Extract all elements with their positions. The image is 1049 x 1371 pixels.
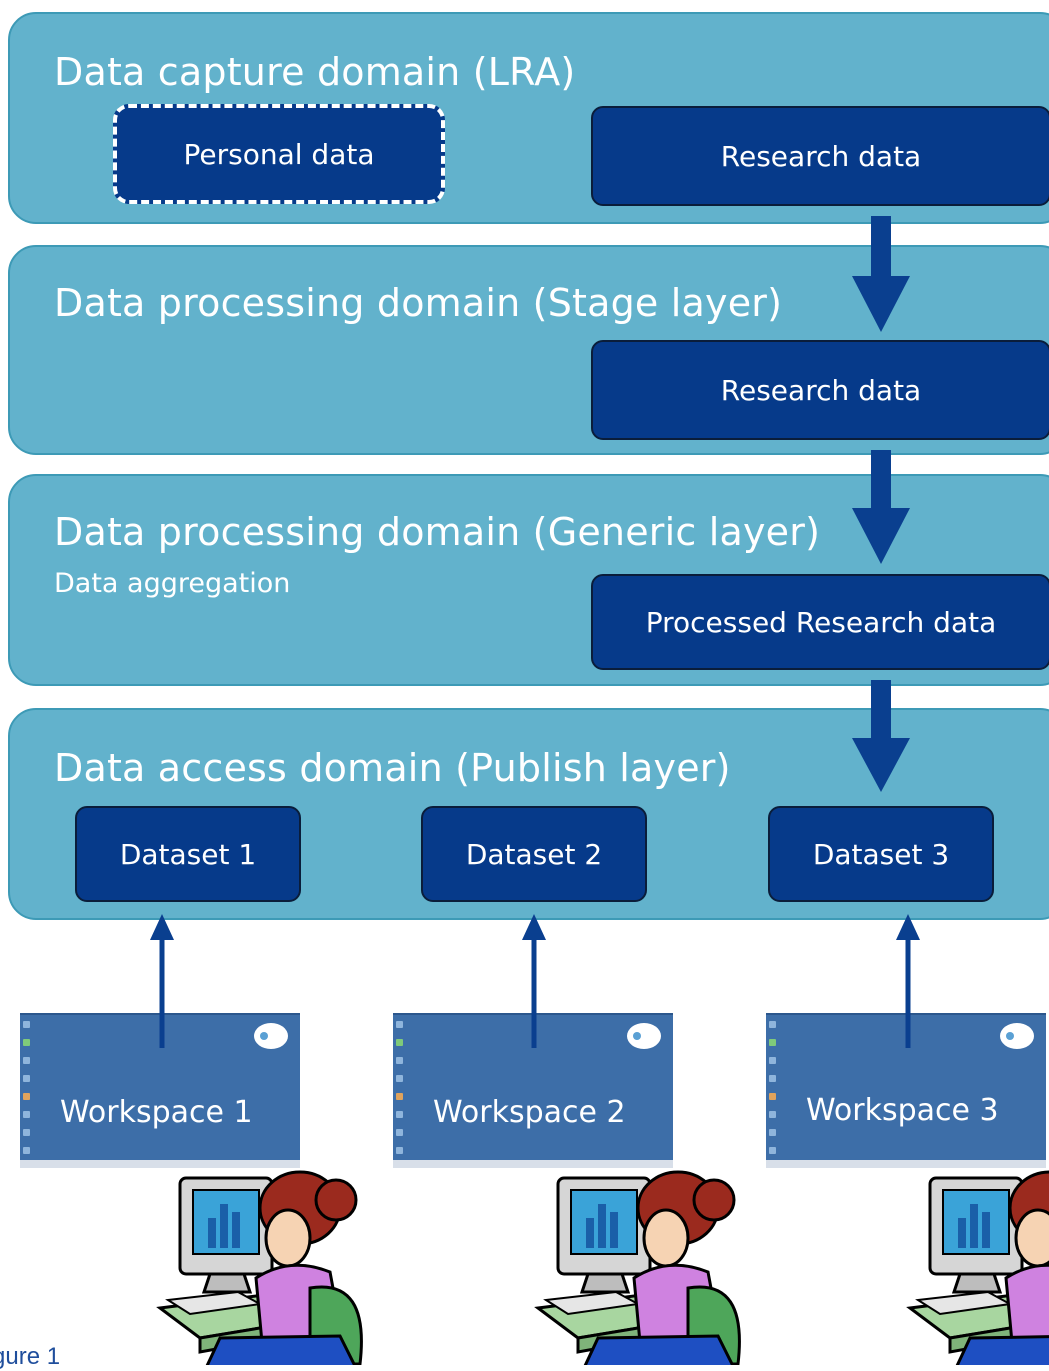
user-at-computer-icon bbox=[158, 1170, 363, 1365]
stage-domain-title: Data processing domain (Stage layer) bbox=[54, 281, 783, 325]
research-data-stage-box: Research data bbox=[591, 340, 1049, 440]
logo-icon bbox=[1000, 1023, 1034, 1049]
processed-research-data-box: Processed Research data bbox=[591, 574, 1049, 670]
generic-domain-subtitle: Data aggregation bbox=[54, 568, 291, 599]
workspace-3-screen: Workspace 3 bbox=[766, 1013, 1046, 1168]
dataset-1-box: Dataset 1 bbox=[75, 806, 301, 902]
desktop-icons bbox=[396, 1021, 408, 1165]
down-arrow-icon bbox=[852, 216, 910, 332]
access-domain-title: Data access domain (Publish layer) bbox=[54, 746, 731, 790]
taskbar bbox=[20, 1160, 300, 1168]
generic-domain-title: Data processing domain (Generic layer) bbox=[54, 510, 821, 554]
taskbar bbox=[766, 1160, 1046, 1168]
workspace-2-label: Workspace 2 bbox=[433, 1095, 626, 1130]
down-arrow-icon bbox=[852, 450, 910, 564]
capture-domain-title: Data capture domain (LRA) bbox=[54, 50, 576, 94]
up-arrow-icon bbox=[896, 914, 920, 1048]
desktop-icons bbox=[23, 1021, 35, 1165]
flow-arrows bbox=[852, 216, 910, 792]
taskbar bbox=[393, 1160, 673, 1168]
dataset-3-box: Dataset 3 bbox=[768, 806, 994, 902]
user-at-computer-icon bbox=[908, 1170, 1049, 1365]
figure-caption: gure 1 bbox=[0, 1343, 61, 1370]
up-arrow-icon bbox=[522, 914, 546, 1048]
workspace-3-label: Workspace 3 bbox=[806, 1093, 999, 1128]
down-arrow-icon bbox=[852, 680, 910, 792]
dataset-2-box: Dataset 2 bbox=[421, 806, 647, 902]
logo-icon bbox=[627, 1023, 661, 1049]
logo-icon bbox=[254, 1023, 288, 1049]
workspace-1-label: Workspace 1 bbox=[60, 1095, 253, 1130]
access-arrows bbox=[150, 914, 920, 1048]
up-arrow-icon bbox=[150, 914, 174, 1048]
personal-data-box: Personal data bbox=[113, 104, 445, 204]
desktop-icons bbox=[769, 1021, 781, 1165]
user-at-computer-icon bbox=[536, 1170, 741, 1365]
research-data-capture-box: Research data bbox=[591, 106, 1049, 206]
